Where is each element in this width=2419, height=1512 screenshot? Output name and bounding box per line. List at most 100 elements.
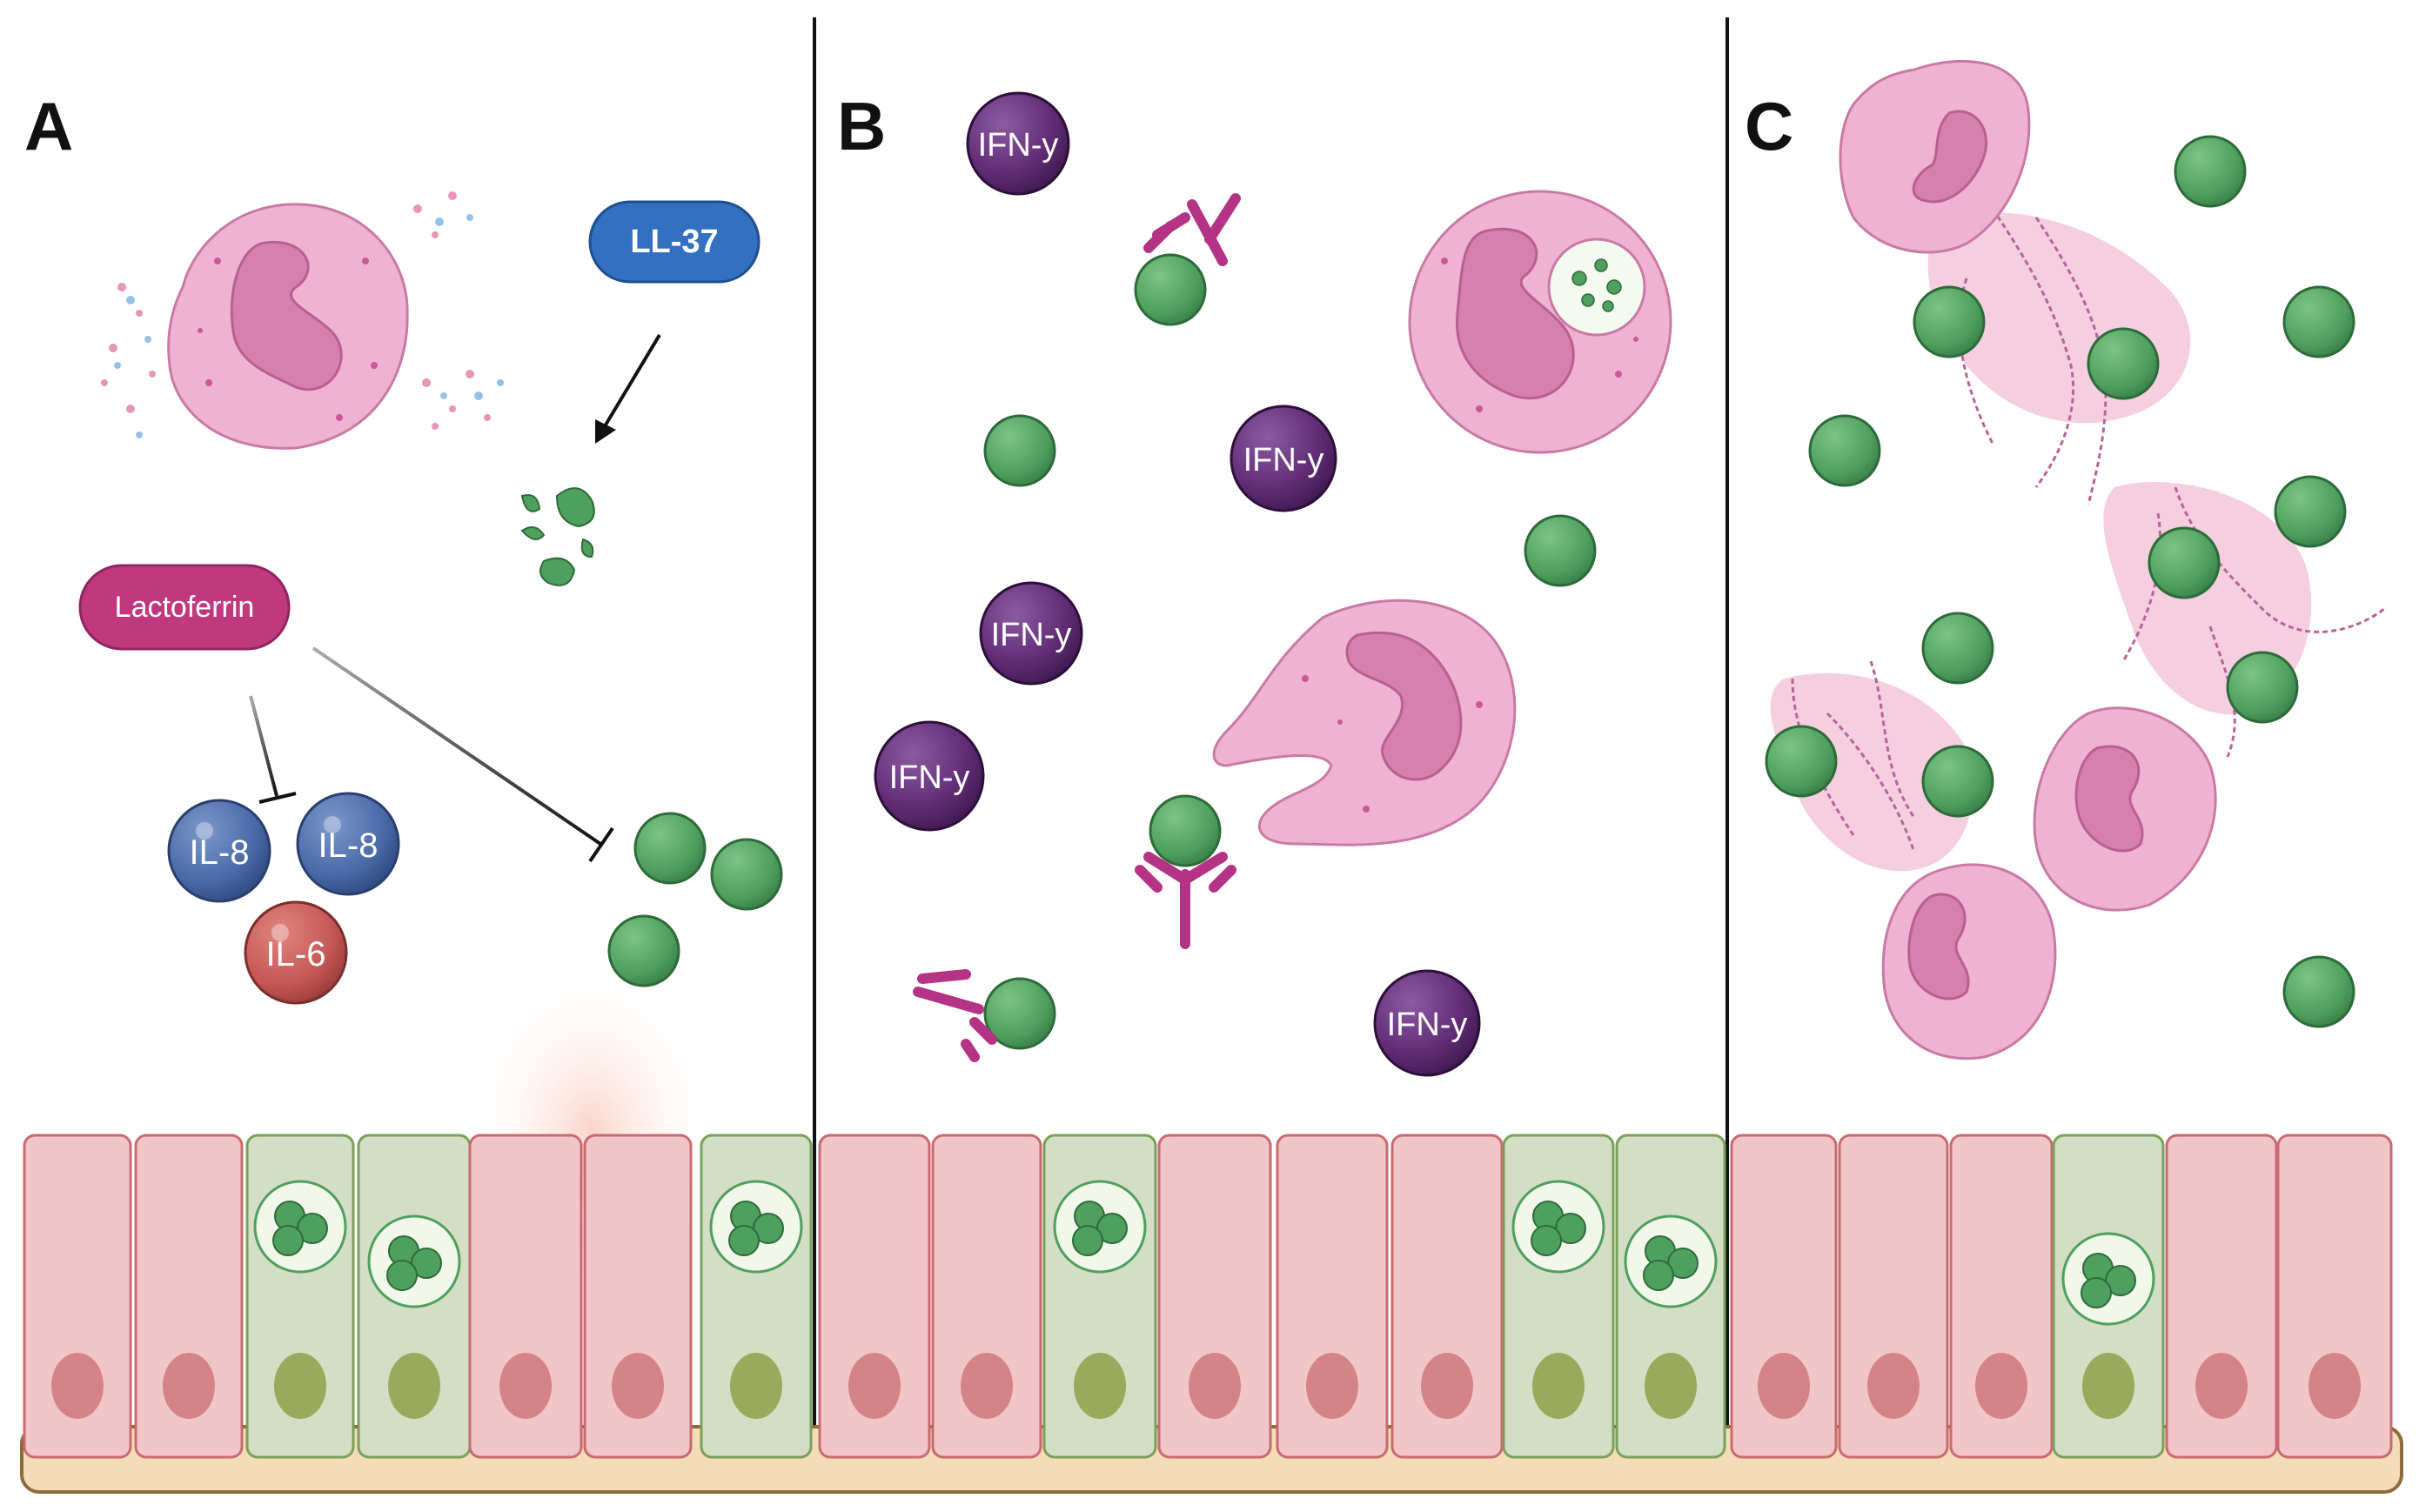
degranulating-neutrophil — [101, 191, 504, 450]
lactoferrin-badge — [78, 564, 291, 651]
netosis-neutrophil — [1839, 59, 2031, 254]
cell-nucleus — [1975, 1353, 2027, 1419]
ifng-label: IFN-y — [1243, 442, 1324, 478]
il8-label: IL-8 — [318, 826, 379, 865]
ifng-cytokine — [1373, 969, 1481, 1077]
lactoferrin-label: Lactoferrin — [115, 591, 255, 624]
bacterium — [2274, 475, 2347, 548]
bacteria-cluster — [607, 812, 783, 987]
intracellular-bacterium — [2081, 1277, 2112, 1308]
inhibit-line-bacteria — [312, 646, 602, 846]
cell-nucleus — [1306, 1353, 1358, 1419]
bacterium — [710, 838, 783, 911]
ifng-cytokine — [966, 91, 1070, 196]
epithelial-cell — [1730, 1134, 1838, 1459]
cell-nucleus — [1074, 1353, 1126, 1419]
epithelial-cell — [2276, 1134, 2393, 1459]
panel-letter-a: A — [24, 88, 73, 164]
cell-nucleus — [1758, 1353, 1810, 1419]
bacterium — [2226, 651, 2299, 724]
ifng-cytokine — [1230, 405, 1337, 512]
epithelial-cell — [23, 1134, 132, 1459]
cell-nucleus — [51, 1353, 104, 1419]
bacterium — [1134, 253, 1207, 326]
panel-b: IFN-y IFN-y IFN-y IFN-y IFN-y — [874, 91, 1672, 1077]
epithelial-cell — [468, 1134, 583, 1459]
bacterium — [2148, 526, 2221, 599]
cell-nucleus — [499, 1353, 552, 1419]
cell-nucleus — [1189, 1353, 1241, 1419]
bacterium — [1149, 794, 1222, 867]
ll37-arrowhead — [595, 419, 616, 444]
ifng-label: IFN-y — [1387, 1007, 1468, 1043]
il8-cytokine — [167, 799, 271, 903]
bacterium — [983, 977, 1056, 1050]
il6-label: IL-6 — [266, 935, 326, 973]
highlight — [324, 816, 341, 833]
phagosome — [1547, 238, 1646, 337]
cell-nucleus — [961, 1353, 1013, 1419]
bacterium — [1921, 745, 1994, 818]
bacterium — [2087, 327, 2160, 400]
panel-a: LL-37 Lactoferrin IL-8 IL-8 IL-6 — [78, 191, 783, 1005]
bacterium — [2174, 135, 2247, 208]
bacterium — [1808, 414, 1881, 487]
cell-nucleus — [1532, 1353, 1585, 1419]
highlight — [196, 822, 213, 840]
ll37-arrow-line — [603, 333, 661, 428]
intracellular-bacterium — [1531, 1225, 1562, 1256]
epithelial-cell — [1949, 1134, 2054, 1459]
intracellular-bacterium — [1643, 1260, 1674, 1291]
panel-letter-c: C — [1745, 88, 1793, 164]
bacteria-scattered — [1765, 135, 2355, 1028]
bacterium — [2282, 955, 2355, 1028]
cell-nucleus — [388, 1353, 440, 1419]
epithelial-cell — [1157, 1134, 1272, 1459]
inhibit-line-il8 — [249, 695, 278, 797]
intracellular-bacterium — [1072, 1225, 1103, 1256]
bacterium — [1524, 514, 1597, 587]
netosis-neutrophil — [1881, 863, 2057, 1060]
intracellular-bacterium — [272, 1225, 304, 1256]
epithelial-cell — [1390, 1134, 1504, 1459]
netosis-neutrophil — [2033, 706, 2217, 912]
panel-letter-b: B — [837, 88, 886, 164]
cell-nucleus — [612, 1353, 664, 1419]
epithelial-cell — [931, 1134, 1042, 1459]
bacterium — [983, 414, 1056, 487]
epithelial-cell — [1838, 1134, 1949, 1459]
engulfing-neutrophil — [1212, 599, 1517, 846]
il8-cytokine — [296, 792, 400, 896]
cell-nucleus — [163, 1353, 215, 1419]
cell-nucleus — [1421, 1353, 1473, 1419]
ifng-cytokine — [874, 720, 985, 832]
panel-c — [1765, 59, 2385, 1060]
epithelial-cell — [818, 1134, 931, 1459]
epithelial-layer — [23, 1134, 2393, 1459]
inhibit-bar-il8 — [258, 792, 297, 804]
ifng-label: IFN-y — [978, 127, 1059, 164]
cell-nucleus — [1867, 1353, 1920, 1419]
cell-nucleus — [730, 1353, 782, 1419]
ll37-badge — [588, 200, 761, 284]
highlight — [271, 924, 289, 941]
ifng-label: IFN-y — [889, 759, 970, 796]
cell-nucleus — [2308, 1353, 2361, 1419]
bacterium — [1921, 612, 1994, 685]
ifng-cytokine — [979, 581, 1083, 686]
ifng-label: IFN-y — [991, 617, 1072, 653]
bacterium — [633, 812, 707, 885]
epithelial-cell — [134, 1134, 244, 1459]
epithelial-cell — [583, 1134, 693, 1459]
bacterium — [1765, 725, 1838, 798]
net-cloud — [1770, 211, 2312, 872]
epithelial-cell — [2165, 1134, 2278, 1459]
intracellular-bacterium — [386, 1260, 418, 1291]
bacterium — [1913, 285, 1986, 358]
il6-cytokine — [244, 900, 348, 1005]
cell-nucleus — [2195, 1353, 2248, 1419]
cell-nucleus — [274, 1353, 326, 1419]
epithelial-cell — [1276, 1134, 1389, 1459]
inhibit-bar-bacteria — [588, 826, 614, 863]
